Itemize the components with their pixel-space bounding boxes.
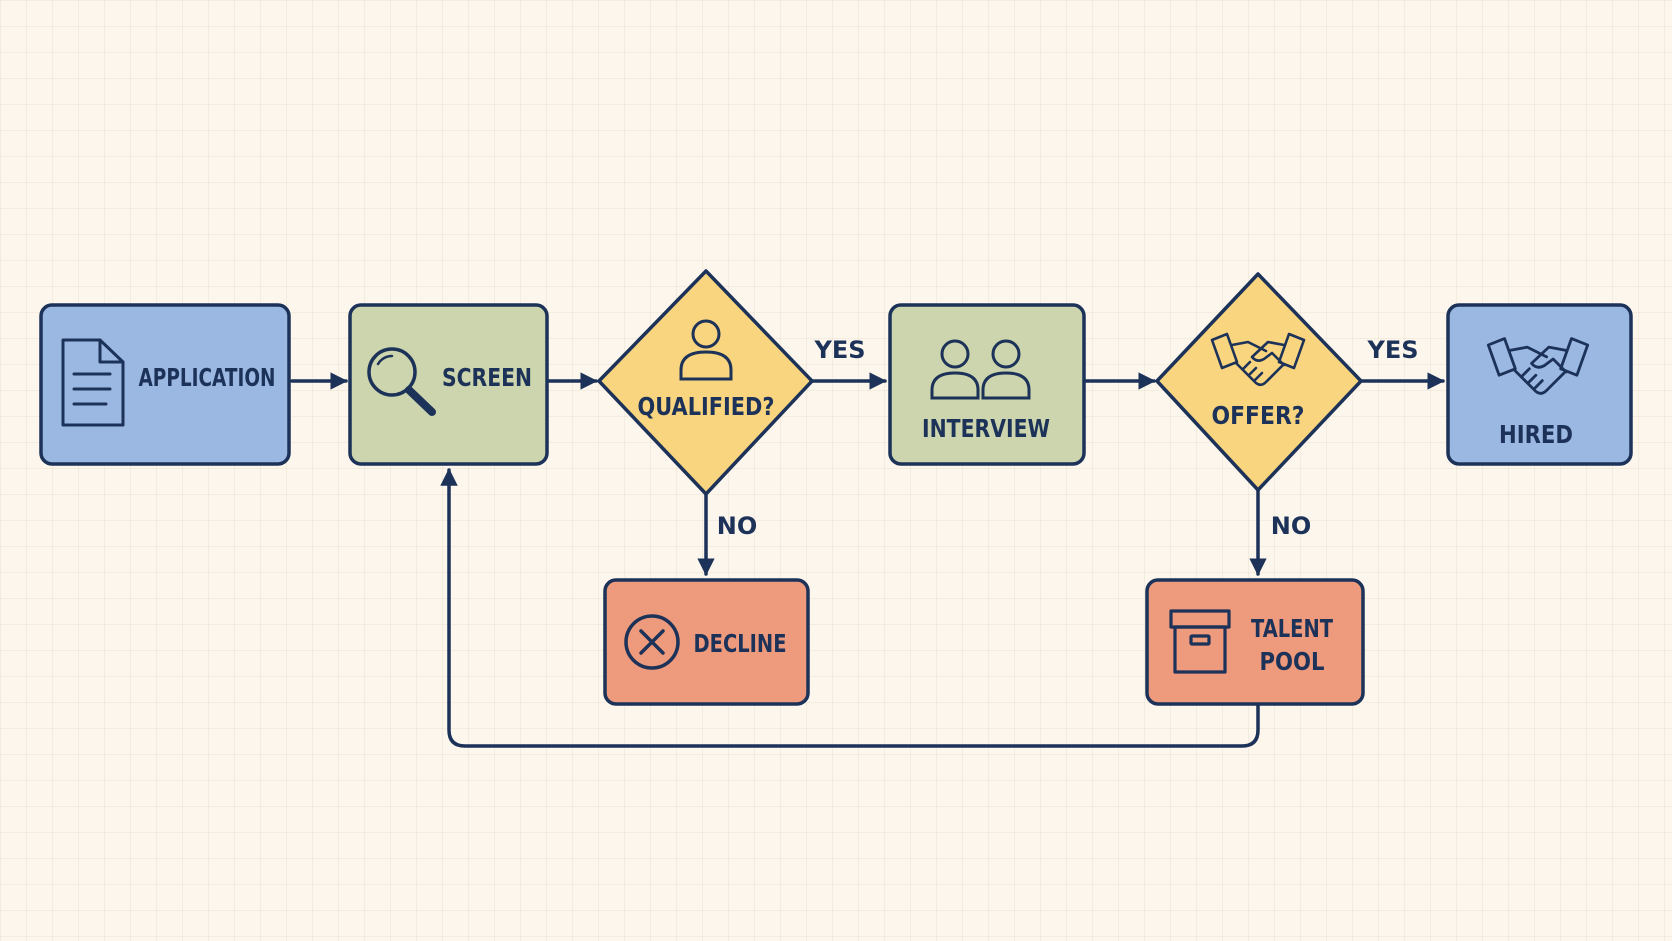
interview-label: INTERVIEW xyxy=(922,414,1050,443)
offer-label: OFFER? xyxy=(1212,401,1305,430)
hired-label: HIRED xyxy=(1499,420,1573,449)
two-people-icon xyxy=(930,339,1031,400)
node-hired[interactable]: HIRED xyxy=(1446,303,1633,466)
archive-box-icon xyxy=(1169,609,1231,674)
decision-qualified[interactable]: QUALIFIED? xyxy=(597,269,814,496)
magnifier-icon xyxy=(367,347,436,416)
decline-label: DECLINE xyxy=(694,629,787,658)
node-screen[interactable]: SCREEN xyxy=(348,303,549,466)
document-icon xyxy=(61,338,125,427)
qualified-yes-label: YES xyxy=(813,336,865,364)
x-circle-icon xyxy=(624,614,680,670)
node-talent-pool[interactable]: TALENT POOL xyxy=(1145,578,1365,706)
talent-pool-label-line2: POOL xyxy=(1260,647,1325,676)
application-label: APPLICATION xyxy=(139,363,276,392)
qualified-no-label: NO xyxy=(717,512,758,540)
handshake-icon xyxy=(1210,332,1306,387)
offer-yes-label: YES xyxy=(1366,336,1418,364)
handshake-icon xyxy=(1486,337,1590,395)
node-decline[interactable]: DECLINE xyxy=(603,578,810,706)
node-application[interactable]: APPLICATION xyxy=(39,303,291,466)
screen-label: SCREEN xyxy=(442,363,532,392)
talent-pool-label-line1: TALENT xyxy=(1251,614,1333,643)
offer-no-label: NO xyxy=(1271,512,1312,540)
decision-offer[interactable]: OFFER? xyxy=(1155,272,1363,492)
qualified-label: QUALIFIED? xyxy=(638,392,775,421)
person-icon xyxy=(679,319,733,381)
arrow-talent-pool-back-to-screen xyxy=(440,468,1260,748)
node-interview[interactable]: INTERVIEW xyxy=(888,303,1086,466)
